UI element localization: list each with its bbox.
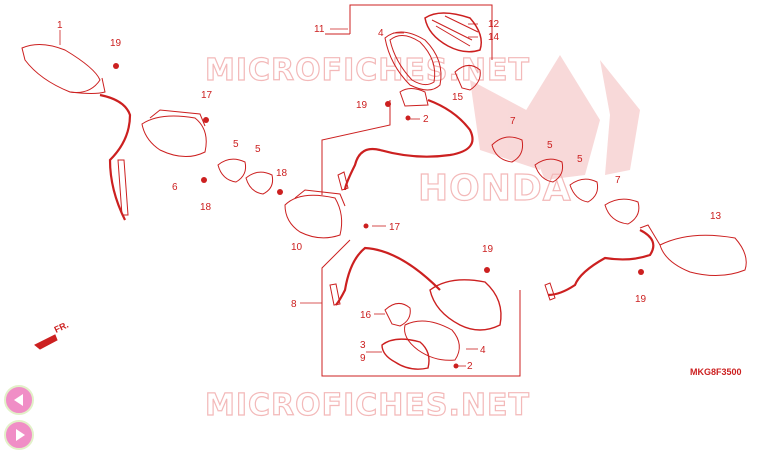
signal-housing-lower[interactable] (429, 279, 502, 331)
label-19d: 19 (482, 244, 494, 255)
right-mirror[interactable] (659, 234, 747, 276)
left-mirror[interactable] (21, 44, 101, 93)
label-10: 10 (291, 242, 303, 253)
honda-wing-watermark (470, 55, 640, 180)
watermark-bottom: MICROFICHES.NET (205, 388, 530, 423)
label-4: 4 (378, 28, 384, 39)
label-9: 9 (360, 353, 366, 364)
label-6: 6 (172, 182, 178, 193)
lens-12[interactable] (424, 12, 482, 53)
callout-box-8 (321, 239, 521, 377)
front-arrow (34, 334, 58, 350)
label-11: 11 (314, 24, 325, 35)
watermark-brand: HONDA (418, 168, 572, 209)
bulb-15[interactable] (454, 65, 481, 91)
bracket-6[interactable] (141, 115, 207, 157)
label-15: 15 (452, 92, 464, 103)
label-19e: 19 (635, 294, 647, 305)
label-7b: 7 (615, 175, 621, 186)
label-19c: 19 (356, 100, 368, 111)
diagram-code: MKG8F3500 (690, 367, 742, 377)
rubber-mount-5a[interactable] (217, 158, 247, 183)
arrow-left-icon (13, 394, 23, 406)
previous-page-button[interactable] (4, 385, 34, 415)
callout-box-11 (349, 4, 493, 60)
next-page-button[interactable] (4, 420, 34, 450)
label-18b: 18 (276, 168, 288, 179)
socket-7-lower[interactable] (604, 198, 640, 225)
label-17: 17 (201, 90, 213, 101)
rubber-mount-5b[interactable] (245, 171, 274, 195)
socket-7-upper[interactable] (491, 136, 523, 163)
label-8: 8 (291, 299, 297, 310)
label-2b: 2 (467, 361, 473, 372)
bulb-16[interactable] (384, 303, 411, 327)
lens-gasket-4-upper[interactable] (384, 31, 442, 91)
label-3: 3 (360, 340, 366, 351)
label-7: 7 (510, 116, 516, 127)
label-4b: 4 (480, 345, 486, 356)
rubber-mount-5d[interactable] (569, 178, 599, 203)
bracket-10[interactable] (284, 194, 343, 239)
label-1: 1 (57, 20, 63, 31)
label-12: 12 (488, 19, 500, 30)
arrow-right-icon (16, 429, 25, 441)
label-16: 16 (360, 310, 372, 321)
lower-wire (335, 246, 441, 306)
lens-3[interactable] (381, 338, 430, 370)
front-marker: FR. (53, 320, 70, 335)
upper-wire (343, 98, 474, 191)
watermark-top: MICROFICHES.NET (205, 53, 530, 88)
lens-gasket-4-lower[interactable] (404, 320, 460, 361)
label-17b: 17 (389, 222, 401, 233)
left-wire (99, 93, 132, 221)
label-5d: 5 (577, 154, 583, 165)
rubber-mount-5c[interactable] (534, 158, 564, 183)
label-5b: 5 (255, 144, 261, 155)
label-14: 14 (488, 32, 500, 43)
label-5: 5 (233, 139, 239, 150)
right-wire (547, 229, 655, 297)
label-5c: 5 (547, 140, 553, 151)
label-19: 19 (110, 38, 122, 49)
label-2: 2 (423, 114, 429, 125)
label-13: 13 (710, 211, 722, 222)
label-18: 18 (200, 202, 212, 213)
